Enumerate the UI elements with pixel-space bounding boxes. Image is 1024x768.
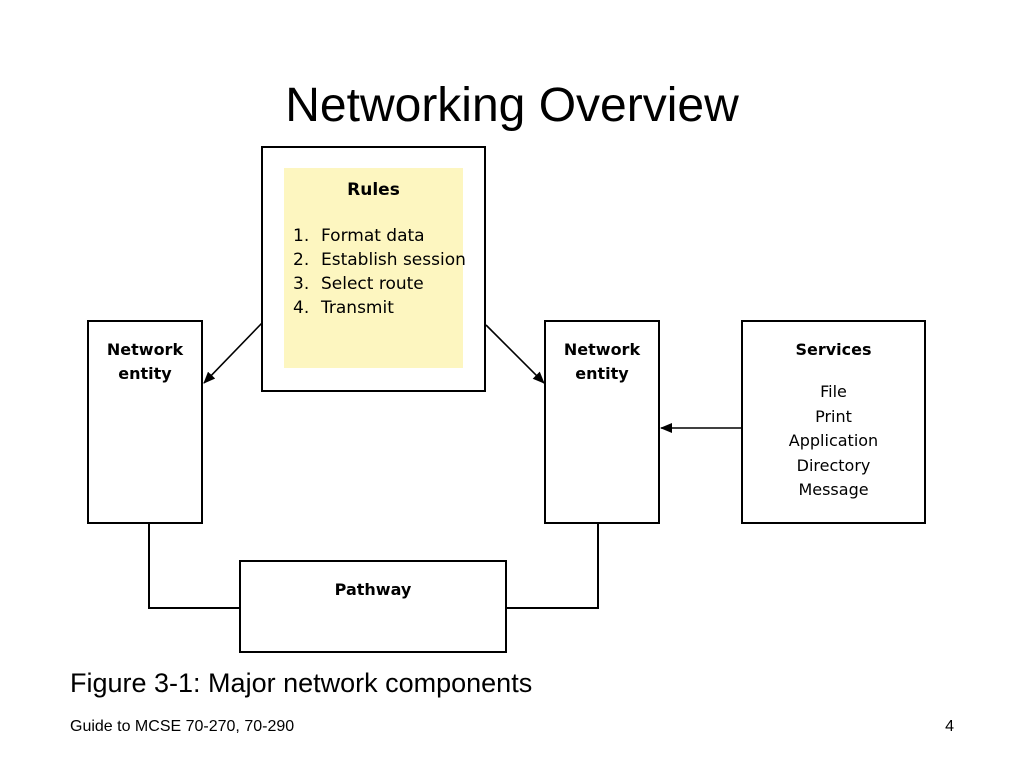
network-entity-right-label: Network entity [546,338,658,386]
services-title: Services [795,340,872,359]
network-entity-right-line1: Network [563,340,641,359]
line-left-entity-to-pathway [148,523,240,609]
services-item: Directory [796,455,871,475]
footer-course-title: Guide to MCSE 70-270, 70-290 [70,718,295,735]
services-list: File Print Application Directory Message [743,380,924,503]
pathway-label: Pathway [334,580,412,599]
rules-item-number: 3. [293,274,310,294]
services-item: Print [815,406,852,426]
rules-item-text: Format data [321,226,425,246]
rules-item-number: 4. [293,298,310,318]
figure-caption: Figure 3-1: Major network components [70,668,533,698]
rules-list-item: 3. Select route [293,272,466,296]
services-item: File [820,382,847,401]
network-entity-right: Network entity [544,320,660,524]
network-entity-left-line2: entity [118,364,172,383]
page-number: 4 [945,718,954,735]
rules-highlight [284,168,463,368]
rules-item-number: 2. [293,250,310,270]
services-item: Message [798,480,869,499]
network-entity-left-line1: Network [106,340,184,359]
rules-title: Rules [347,180,400,200]
services-item: Application [788,431,879,450]
rules-item-number: 1. [293,226,310,246]
rules-list-item: 2. Establish session [293,248,466,272]
line-right-entity-to-pathway [506,523,599,609]
slide-title: Networking Overview [285,79,739,132]
rules-list: 1. Format data 2. Establish session 3. Sele… [293,224,466,320]
services-box: Services File Print Application Director… [741,320,926,524]
rules-item-text: Establish session [321,250,466,270]
network-entity-left: Network entity [87,320,203,524]
rules-list-item: 4. Transmit [293,296,466,320]
network-entity-right-line2: entity [575,364,629,383]
network-entity-left-label: Network entity [89,338,201,386]
rules-list-item: 1. Format data [293,224,466,248]
pathway-box: Pathway [239,560,507,653]
rules-item-text: Select route [321,274,424,294]
arrow-rules-to-left-entity [203,322,263,384]
rules-item-text: Transmit [321,298,394,318]
arrow-rules-to-right-entity [485,324,545,384]
